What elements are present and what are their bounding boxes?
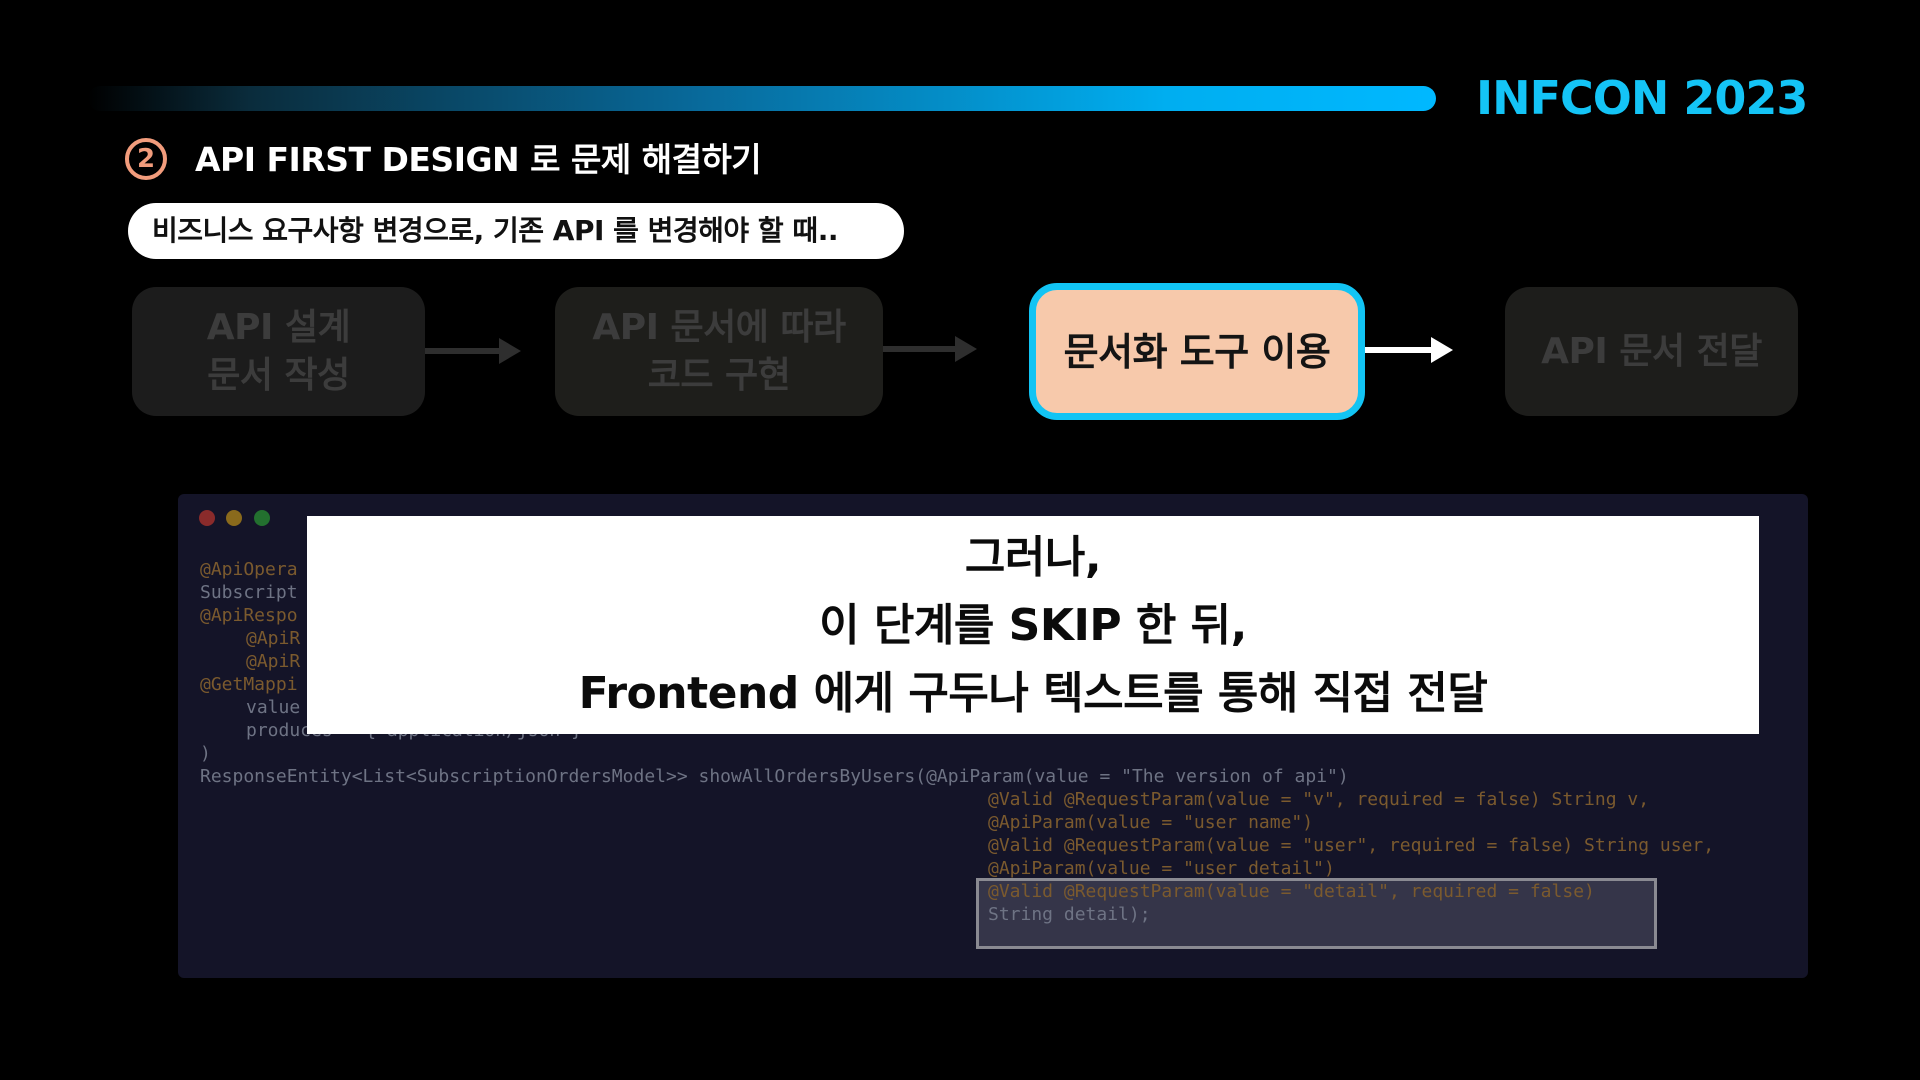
flow-step-label: API 문서에 따라 코드 구현 bbox=[592, 306, 846, 396]
flow-arrow-1 bbox=[425, 338, 521, 364]
header-gradient-bar bbox=[88, 86, 1436, 111]
flow-step-label: 문서화 도구 이용 bbox=[1063, 329, 1331, 374]
window-zoom-dot bbox=[254, 510, 270, 526]
flow-step-api-doc-delivery: API 문서 전달 bbox=[1505, 287, 1798, 416]
flow-step-documentation-tool: 문서화 도구 이용 bbox=[1029, 283, 1365, 420]
window-minimize-dot bbox=[226, 510, 242, 526]
code-line: @Valid @RequestParam(value = "user", req… bbox=[988, 835, 1715, 856]
code-line: @ApiR bbox=[246, 651, 301, 672]
code-line: @Valid @RequestParam(value = "detail", r… bbox=[988, 881, 1595, 902]
flow-step-label: API 설계 문서 작성 bbox=[206, 306, 351, 396]
overlay-line-1: 그러나, bbox=[964, 532, 1102, 583]
flow-step-label: API 문서 전달 bbox=[1541, 330, 1762, 372]
code-line: Subscript bbox=[200, 582, 298, 603]
code-line: @ApiOpera bbox=[200, 559, 298, 580]
code-line: @ApiR bbox=[246, 628, 301, 649]
code-line: String detail); bbox=[988, 904, 1151, 925]
code-line: ResponseEntity<List<SubscriptionOrdersMo… bbox=[200, 766, 1349, 787]
code-line: @ApiParam(value = "user detail") bbox=[988, 858, 1335, 879]
overlay-line-2: 이 단계를 SKIP 한 뒤, bbox=[819, 600, 1247, 651]
overlay-line-3: Frontend 에게 구두나 텍스트를 통해 직접 전달 bbox=[578, 668, 1488, 719]
message-overlay: 그러나, 이 단계를 SKIP 한 뒤, Frontend 에게 구두나 텍스트… bbox=[307, 516, 1759, 734]
code-line: @ApiRespo bbox=[200, 605, 298, 626]
flow-arrow-2 bbox=[883, 336, 977, 362]
window-close-dot bbox=[199, 510, 215, 526]
section-title: API FIRST DESIGN 로 문제 해결하기 bbox=[195, 140, 762, 179]
flow-step-code-implementation: API 문서에 따라 코드 구현 bbox=[555, 287, 883, 416]
code-line: ) bbox=[200, 743, 211, 764]
code-line: @Valid @RequestParam(value = "v", requir… bbox=[988, 789, 1650, 810]
step-number-badge: 2 bbox=[125, 138, 167, 180]
subtitle-pill: 비즈니스 요구사항 변경으로, 기존 API 를 변경해야 할 때.. bbox=[128, 203, 904, 259]
code-line: @GetMappi bbox=[200, 674, 298, 695]
flow-step-api-design: API 설계 문서 작성 bbox=[132, 287, 425, 416]
code-line: value bbox=[246, 697, 301, 718]
brand-logo: INFCON 2023 bbox=[1476, 71, 1808, 125]
flow-arrow-3 bbox=[1365, 337, 1453, 363]
code-highlight-box bbox=[976, 878, 1657, 949]
code-line: @ApiParam(value = "user name") bbox=[988, 812, 1314, 833]
